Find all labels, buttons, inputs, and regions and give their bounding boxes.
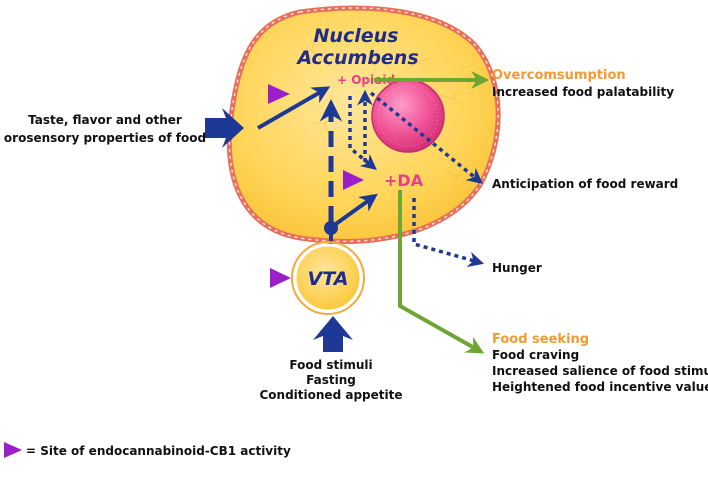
cb1-site-da-marker (343, 170, 364, 190)
opioid-label: + Opioid (337, 73, 395, 87)
arrow-opioid-to-anticipation (369, 91, 483, 184)
bottom-label-line2: Fasting (306, 373, 356, 387)
nucleus-title-line1: Nucleus (314, 25, 399, 47)
taste-label-line2: orosensory properties of food (4, 131, 206, 145)
arrow-da-to-food-seeking (398, 190, 485, 354)
anticipation-label: Anticipation of food reward (492, 177, 678, 191)
bottom-label-line1: Food stimuli (289, 358, 372, 372)
cb1-site-vta-marker (270, 268, 291, 288)
taste-label-line1: Taste, flavor and other (28, 113, 182, 127)
legend-text: = Site of endocannabinoid-CB1 activity (26, 444, 291, 458)
food-seeking-heading: Food seeking (492, 332, 589, 347)
overconsumption-line1: Increased food palatability (492, 85, 674, 99)
nucleus-title-line2: Accumbens (295, 47, 418, 69)
bottom-label-line3: Conditioned appetite (260, 388, 403, 402)
cell-nucleus (371, 79, 445, 153)
food-seeking-line1: Food craving (492, 348, 579, 362)
vta-label: VTA (308, 268, 349, 290)
arrow-taste-to-opioid (257, 86, 331, 130)
da-label: +DA (384, 171, 424, 190)
taste-input-arrow (205, 108, 244, 148)
cell-nucleus-texture (377, 85, 439, 147)
food-seeking-line3: Heightened food incentive value (492, 380, 708, 394)
legend-cb1-marker (4, 442, 22, 458)
cb1-site-opioid-marker (268, 84, 290, 104)
vta-cell (291, 241, 365, 315)
food-seeking-line2: Increased salience of food stimuli (492, 364, 708, 378)
overconsumption-heading: Overcomsumption (492, 68, 626, 83)
arrow-vta-to-da (331, 193, 378, 228)
hunger-label: Hunger (492, 261, 542, 275)
arrow-opioid-da-loop-down (348, 96, 377, 170)
arrow-da-to-hunger (412, 198, 485, 268)
food-stimuli-input-arrow (313, 316, 353, 352)
